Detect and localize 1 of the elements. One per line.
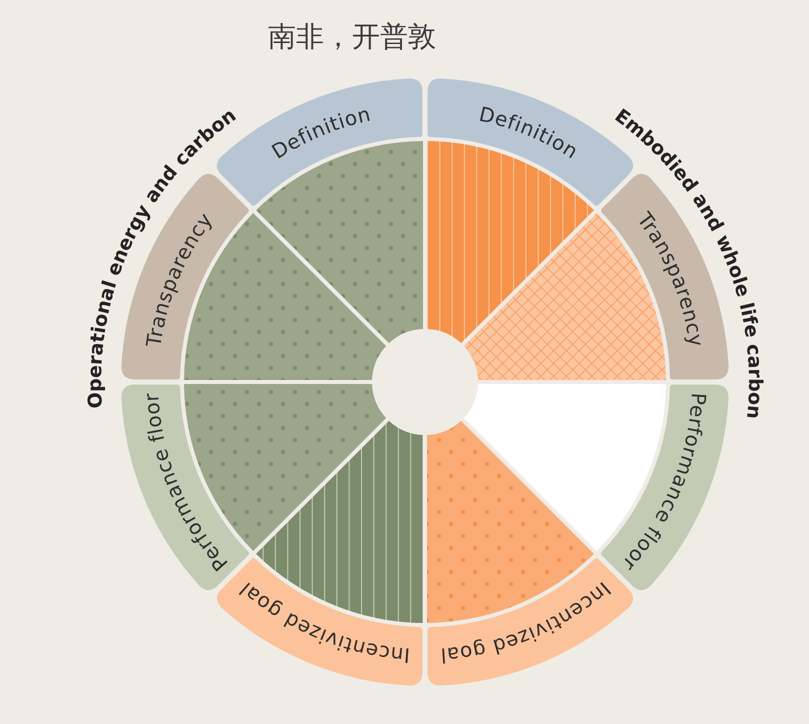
title: 南非，开普敦 bbox=[268, 22, 436, 53]
